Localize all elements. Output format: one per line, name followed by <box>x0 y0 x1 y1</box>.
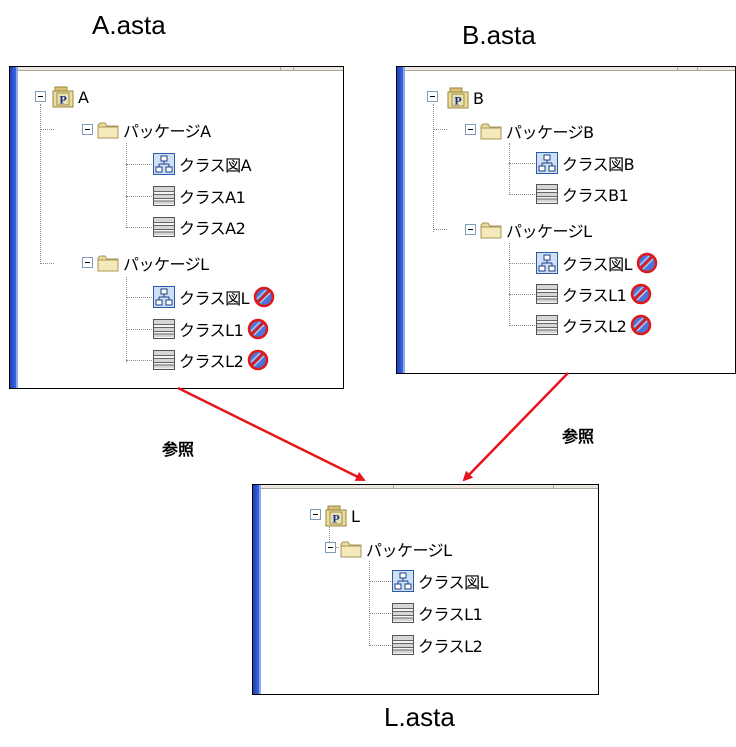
tree-item-class[interactable]: クラスL2 <box>153 346 269 374</box>
tree-item-class[interactable]: クラスA1 <box>153 182 246 210</box>
title-l: L.asta <box>384 702 455 732</box>
reference-label-b: 参照 <box>562 427 595 446</box>
tree-item-root[interactable]: A <box>52 83 89 111</box>
tree-item-package[interactable]: パッケージL <box>97 249 209 277</box>
tree-item-package[interactable]: パッケージA <box>97 116 211 144</box>
tree-item-label: クラスL1 <box>418 605 483 624</box>
tree-item-label: クラスL2 <box>418 637 483 656</box>
tree-item-class[interactable]: クラスL2 <box>536 311 652 339</box>
expander-package-1[interactable] <box>82 124 93 135</box>
tree-item-label: クラスA1 <box>179 188 246 207</box>
tree-item-label: クラスA2 <box>179 219 246 238</box>
tree-item-label: クラスB1 <box>562 186 629 205</box>
tree-item-label: クラス図B <box>562 155 635 174</box>
tree-item-package[interactable]: パッケージB <box>480 117 594 145</box>
tree-item-class[interactable]: クラスB1 <box>536 180 629 208</box>
tree-item-package[interactable]: パッケージL <box>340 535 452 563</box>
tree-item-label: クラス図L <box>562 255 633 274</box>
tree-item-package[interactable]: パッケージL <box>480 216 592 244</box>
tree-item-label: クラスL2 <box>562 317 627 336</box>
model-tree-panel-b: B パッケージB クラス図B クラスB1 パッケージL クラス図L クラスL1 … <box>396 66 736 374</box>
tree-item-root[interactable]: B <box>447 84 484 112</box>
tree-item-label: クラスL1 <box>562 286 627 305</box>
tree-item-label: クラスL1 <box>179 321 244 340</box>
tree-item-class[interactable]: クラスL1 <box>153 315 269 343</box>
reference-arrow-b <box>462 372 569 482</box>
tree-item-class[interactable]: クラスA2 <box>153 213 246 241</box>
tree-item-class[interactable]: クラスL2 <box>392 631 483 659</box>
tree-item-label: クラス図A <box>179 156 252 175</box>
tree-item-diagram[interactable]: クラス図A <box>153 150 252 178</box>
expander-package-1[interactable] <box>325 542 336 553</box>
tree-item-diagram[interactable]: クラス図L <box>392 567 489 595</box>
expander-package-1[interactable] <box>465 124 476 135</box>
model-tree-panel-l: L パッケージL クラス図L クラスL1 クラスL2 <box>252 484 599 695</box>
tree-item-label: パッケージL <box>506 222 592 241</box>
title-a: A.asta <box>92 10 166 40</box>
expander-root[interactable] <box>35 91 46 102</box>
tree-item-label: クラス図L <box>179 289 250 308</box>
reference-label-a: 参照 <box>162 440 195 459</box>
tree-item-class[interactable]: クラスL1 <box>536 280 652 308</box>
expander-package-2[interactable] <box>465 224 476 235</box>
expander-root[interactable] <box>427 91 438 102</box>
tree-item-label: L <box>351 506 360 526</box>
tree-item-label: クラスL2 <box>179 352 244 371</box>
tree-item-class[interactable]: クラスL1 <box>392 599 483 627</box>
tree-item-diagram[interactable]: クラス図B <box>536 149 635 177</box>
reference-arrow-a <box>177 386 366 482</box>
tree-item-label: パッケージL <box>123 255 209 274</box>
model-tree-panel-a: A パッケージA クラス図A クラスA1 クラスA2 パッケージL クラス図L … <box>9 66 344 389</box>
tree-item-root[interactable]: L <box>325 502 360 530</box>
tree-item-label: パッケージA <box>123 122 211 141</box>
expander-package-2[interactable] <box>82 257 93 268</box>
title-b: B.asta <box>462 20 536 50</box>
tree-item-label: B <box>473 88 484 108</box>
expander-root[interactable] <box>310 509 321 520</box>
tree-item-label: パッケージB <box>506 123 594 142</box>
tree-item-diagram[interactable]: クラス図L <box>153 283 275 311</box>
tree-item-label: A <box>78 87 89 107</box>
tree-item-diagram[interactable]: クラス図L <box>536 249 658 277</box>
tree-item-label: クラス図L <box>418 573 489 592</box>
tree-item-label: パッケージL <box>366 541 452 560</box>
